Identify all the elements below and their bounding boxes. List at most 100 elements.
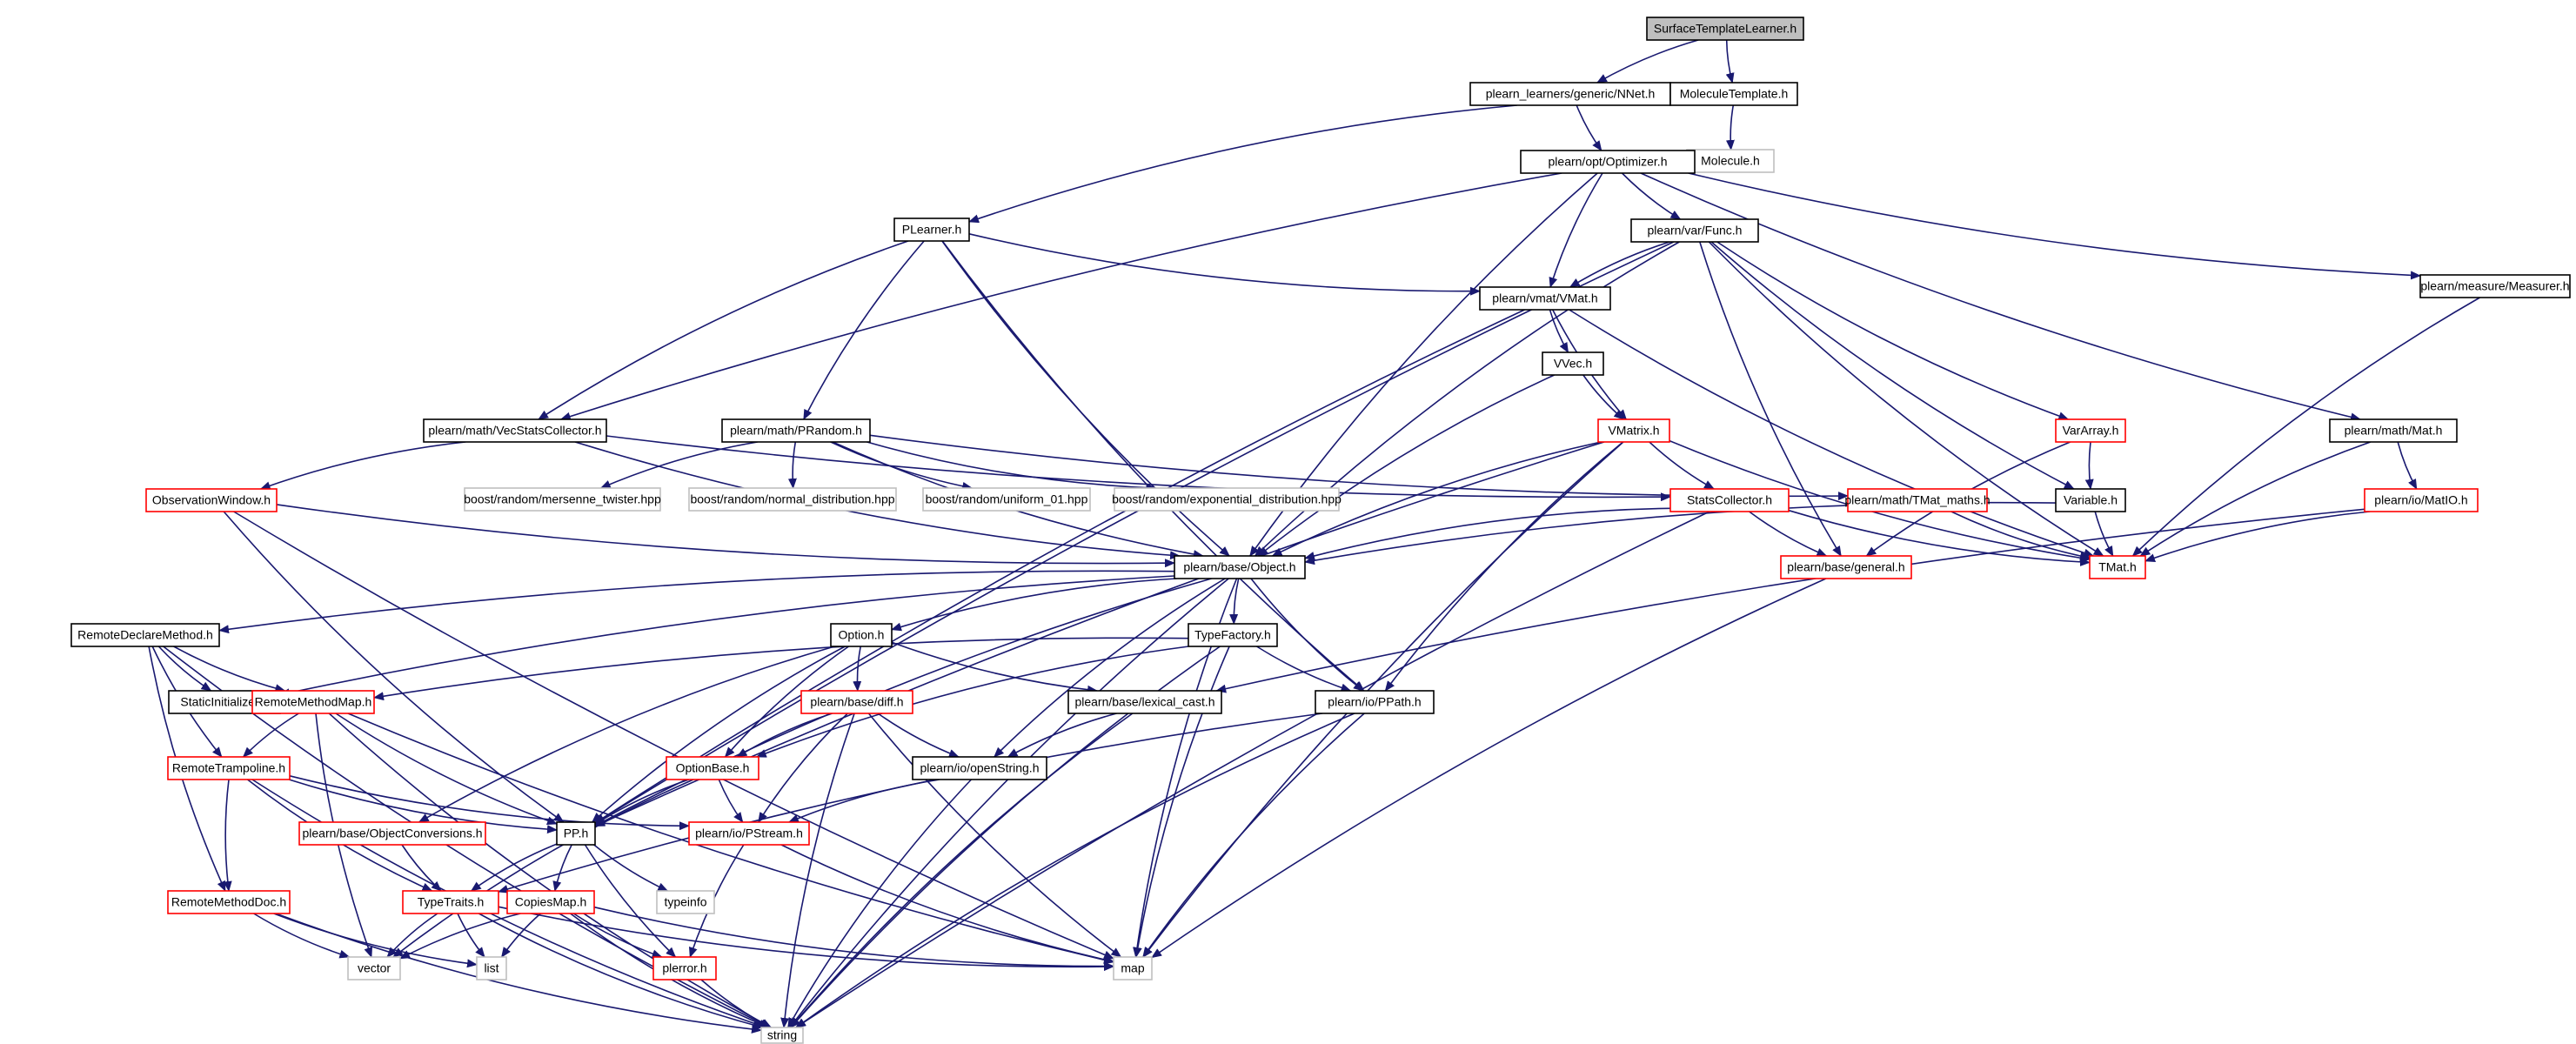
- edge-option-to-lexcast: [891, 641, 1098, 694]
- node-prandom[interactable]: plearn/math/PRandom.h: [721, 418, 871, 443]
- node-option[interactable]: Option.h: [830, 623, 893, 647]
- edge-objconv-to-typetraits: [401, 844, 442, 892]
- node-moltpl[interactable]: MoleculeTemplate.h: [1669, 82, 1798, 106]
- node-label-tmat: TMat.h: [2098, 560, 2137, 574]
- node-vecstats[interactable]: plearn/math/VecStatsCollector.h: [423, 418, 607, 443]
- node-tmat[interactable]: TMat.h: [2089, 555, 2146, 579]
- node-remotedoc[interactable]: RemoteMethodDoc.h: [167, 890, 291, 914]
- node-label-remotedecl: RemoteDeclareMethod.h: [77, 628, 213, 642]
- node-box-tmatmaths: [1847, 488, 1988, 512]
- node-lexcast[interactable]: plearn/base/lexical_cast.h: [1067, 690, 1222, 714]
- node-box-plearner: [893, 218, 970, 242]
- edge-func-to-tmat: [1708, 241, 2104, 557]
- node-uniform01: boost/random/uniform_01.hpp: [922, 487, 1091, 512]
- edge-prandom-to-tmatmaths: [869, 434, 1849, 501]
- node-vvec[interactable]: VVec.h: [1542, 351, 1604, 376]
- node-label-moltpl: MoleculeTemplate.h: [1680, 87, 1789, 101]
- edge-variable-to-tmat: [2094, 511, 2114, 557]
- node-root[interactable]: SurfaceTemplateLearner.h: [1646, 17, 1804, 41]
- node-label-general: plearn/base/general.h: [1787, 560, 1904, 574]
- node-label-plearner: PLearner.h: [902, 223, 962, 237]
- node-label-vmatrix: VMatrix.h: [1608, 424, 1659, 438]
- node-statscol[interactable]: StatsCollector.h: [1669, 488, 1790, 512]
- node-remotemap[interactable]: RemoteMethodMap.h: [251, 690, 375, 714]
- node-mat[interactable]: plearn/math/Mat.h: [2329, 418, 2458, 443]
- node-general[interactable]: plearn/base/general.h: [1780, 555, 1912, 579]
- node-box-openstring: [912, 756, 1047, 780]
- node-box-vector: [347, 956, 401, 980]
- node-measurer[interactable]: plearn/measure/Measurer.h: [2419, 274, 2571, 298]
- node-label-vmat: plearn/vmat/VMat.h: [1492, 291, 1597, 305]
- edge-vecstats-to-obswin: [259, 441, 466, 490]
- edge-remotetramp-to-pp: [288, 779, 558, 834]
- node-box-measurer: [2419, 274, 2571, 298]
- node-label-staticinit: StaticInitializer.h: [180, 695, 268, 709]
- edge-vmatrix-to-statscol: [1649, 441, 1715, 490]
- edge-vvec-to-vmatrix: [1582, 374, 1624, 420]
- node-pp[interactable]: PP.h: [556, 821, 596, 846]
- node-typetraits[interactable]: TypeTraits.h: [402, 890, 499, 914]
- edge-option-to-pp: [591, 646, 846, 823]
- node-box-optionbase: [666, 756, 759, 780]
- node-plearner[interactable]: PLearner.h: [893, 218, 970, 242]
- edge-object-to-remotedecl: [218, 570, 1175, 634]
- node-label-diff: plearn/base/diff.h: [810, 695, 903, 709]
- node-nnet[interactable]: plearn_learners/generic/NNet.h: [1469, 82, 1671, 106]
- edge-root-to-moltpl: [1725, 39, 1735, 84]
- node-tmatmaths[interactable]: plearn/math/TMat_maths.h: [1844, 488, 1991, 512]
- edge-typetraits-to-list: [457, 913, 485, 958]
- edge-typetraits-to-string: [478, 913, 764, 1029]
- node-ppath[interactable]: plearn/io/PPath.h: [1315, 690, 1435, 714]
- node-box-remotetramp: [167, 756, 291, 780]
- node-remotedecl[interactable]: RemoteDeclareMethod.h: [70, 623, 220, 647]
- node-objconv[interactable]: plearn/base/ObjectConversions.h: [298, 821, 486, 846]
- node-box-mat: [2329, 418, 2458, 443]
- node-object[interactable]: plearn/base/Object.h: [1174, 555, 1306, 579]
- node-obswin[interactable]: ObservationWindow.h: [145, 488, 278, 512]
- edge-optionbase-to-pp: [594, 779, 690, 826]
- node-variable[interactable]: Variable.h: [2055, 488, 2126, 512]
- node-label-molecule: Molecule.h: [1701, 154, 1760, 168]
- node-vmat[interactable]: plearn/vmat/VMat.h: [1479, 286, 1611, 311]
- node-box-nnet: [1469, 82, 1671, 106]
- node-vmatrix[interactable]: VMatrix.h: [1597, 418, 1670, 443]
- edge-typetraits-to-vector: [386, 913, 438, 958]
- edge-plearner-to-prandom: [803, 240, 925, 420]
- edge-vmat-to-tmat: [1569, 309, 2095, 558]
- node-box-typefactory: [1188, 623, 1278, 647]
- edge-optionbase-to-vector: [392, 779, 694, 958]
- node-molecule: Molecule.h: [1686, 149, 1775, 173]
- node-label-optionbase: OptionBase.h: [676, 761, 750, 775]
- node-label-variable: Variable.h: [2064, 493, 2118, 507]
- node-label-vararray: VarArray.h: [2063, 424, 2119, 438]
- node-remotetramp[interactable]: RemoteTrampoline.h: [167, 756, 291, 780]
- node-box-list: [476, 956, 507, 980]
- edge-vmatrix-to-object: [1271, 441, 1602, 557]
- node-box-object: [1174, 555, 1306, 579]
- edge-diff-to-openstring: [877, 713, 960, 758]
- node-copiesmap[interactable]: CopiesMap.h: [506, 890, 595, 914]
- edge-vecstats-to-statscol: [606, 435, 1671, 502]
- edge-optimizer-to-func: [1621, 172, 1682, 220]
- edge-typefactory-to-remotemap: [373, 637, 1189, 701]
- node-typefactory[interactable]: TypeFactory.h: [1188, 623, 1278, 647]
- node-openstring[interactable]: plearn/io/openString.h: [912, 756, 1047, 780]
- node-matio[interactable]: plearn/io/MatIO.h: [2364, 488, 2479, 512]
- node-optionbase[interactable]: OptionBase.h: [666, 756, 759, 780]
- edge-func-to-general: [1699, 241, 1842, 557]
- node-box-pstream: [688, 821, 810, 846]
- node-diff[interactable]: plearn/base/diff.h: [800, 690, 913, 714]
- edge-pp-to-typeinfo: [593, 844, 669, 892]
- node-label-uniform01: boost/random/uniform_01.hpp: [926, 492, 1088, 506]
- node-func[interactable]: plearn/var/Func.h: [1630, 218, 1759, 243]
- edge-remotedoc-to-list: [273, 913, 478, 968]
- node-label-pstream: plearn/io/PStream.h: [695, 826, 803, 840]
- nodes-layer: SurfaceTemplateLearner.h plearn_learners/…: [70, 17, 2571, 1044]
- node-vararray[interactable]: VarArray.h: [2055, 418, 2126, 443]
- node-pstream[interactable]: plearn/io/PStream.h: [688, 821, 810, 846]
- node-perror[interactable]: plerror.h: [652, 956, 717, 980]
- edge-vmatrix-to-tmat: [1669, 439, 2091, 563]
- node-optimizer[interactable]: plearn/opt/Optimizer.h: [1520, 150, 1696, 174]
- node-box-remotedoc: [167, 890, 291, 914]
